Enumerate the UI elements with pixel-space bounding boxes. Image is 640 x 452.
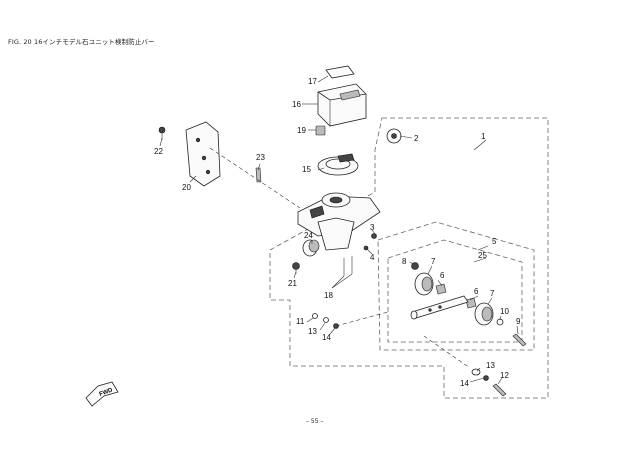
part-6-cam-lower [465,297,477,309]
part-7-wheel-lower [474,302,494,326]
callout-14b: 14 [460,379,469,388]
callout-20: 20 [182,183,191,192]
callout-7a: 7 [431,257,436,266]
callout-13b: 13 [486,361,495,370]
part-22-screw [158,126,166,140]
fwd-label: FWD [99,387,115,398]
assembly-boundary-5 [377,221,535,351]
callout-2: 2 [414,134,419,143]
callout-21: 21 [288,279,297,288]
callout-9: 9 [516,317,521,326]
part-17-label [325,65,355,79]
part-2-knob [386,128,402,144]
callout-22: 22 [154,147,163,156]
leader-lines [159,75,519,385]
part-20-bracket [185,121,221,187]
callout-11: 11 [296,317,305,326]
callout-1: 1 [481,132,486,141]
callout-23: 23 [256,153,265,162]
part-15-ring [317,153,359,176]
callout-8: 8 [402,257,407,266]
callout-16: 16 [292,100,301,109]
fwd-arrow: FWD [85,381,119,407]
shaft [410,295,469,320]
callout-19: 19 [297,126,306,135]
callout-15: 15 [302,165,311,174]
part-23-pin [255,167,262,183]
part-9-screw [512,333,527,347]
part-6-cam-upper [435,283,447,295]
part-14-nut-right [483,375,489,381]
callout-3: 3 [370,223,375,232]
callout-5: 5 [492,237,497,246]
part-12-screw [492,383,507,397]
figure-title: FIG. 20 16インチモデル石ユニット検制防止バー [8,38,155,46]
part-13-washer-left [323,317,329,323]
callout-6a: 6 [440,271,445,280]
part-7-wheel-upper [414,272,434,296]
callout-labels: 1 2 3 4 5 6 6 7 7 8 9 10 11 12 13 13 14 … [154,77,521,388]
part-11-washer [312,313,318,319]
callout-12: 12 [500,371,509,380]
callout-7b: 7 [490,289,495,298]
part-8-nut [411,262,419,270]
callout-14a: 14 [322,333,331,342]
part-19-block [315,125,326,136]
part-13-washer-right [471,368,481,376]
part-16-cover [317,83,367,127]
callout-18: 18 [324,291,333,300]
callout-10: 10 [500,307,509,316]
callout-13a: 13 [308,327,317,336]
callout-24: 24 [304,231,313,240]
callout-17: 17 [308,77,317,86]
assembly-boundary-25 [387,239,523,343]
page-number: – 55 – [306,418,324,425]
callout-25: 25 [478,251,487,260]
part-24-cylinder [302,239,320,257]
callout-6b: 6 [474,287,479,296]
part-3-screw [371,233,377,239]
part-21-screw [292,262,300,274]
callout-4: 4 [370,253,375,262]
assembly-boundary-1 [269,117,549,399]
part-18-rods [343,256,353,276]
main-body [297,192,381,251]
